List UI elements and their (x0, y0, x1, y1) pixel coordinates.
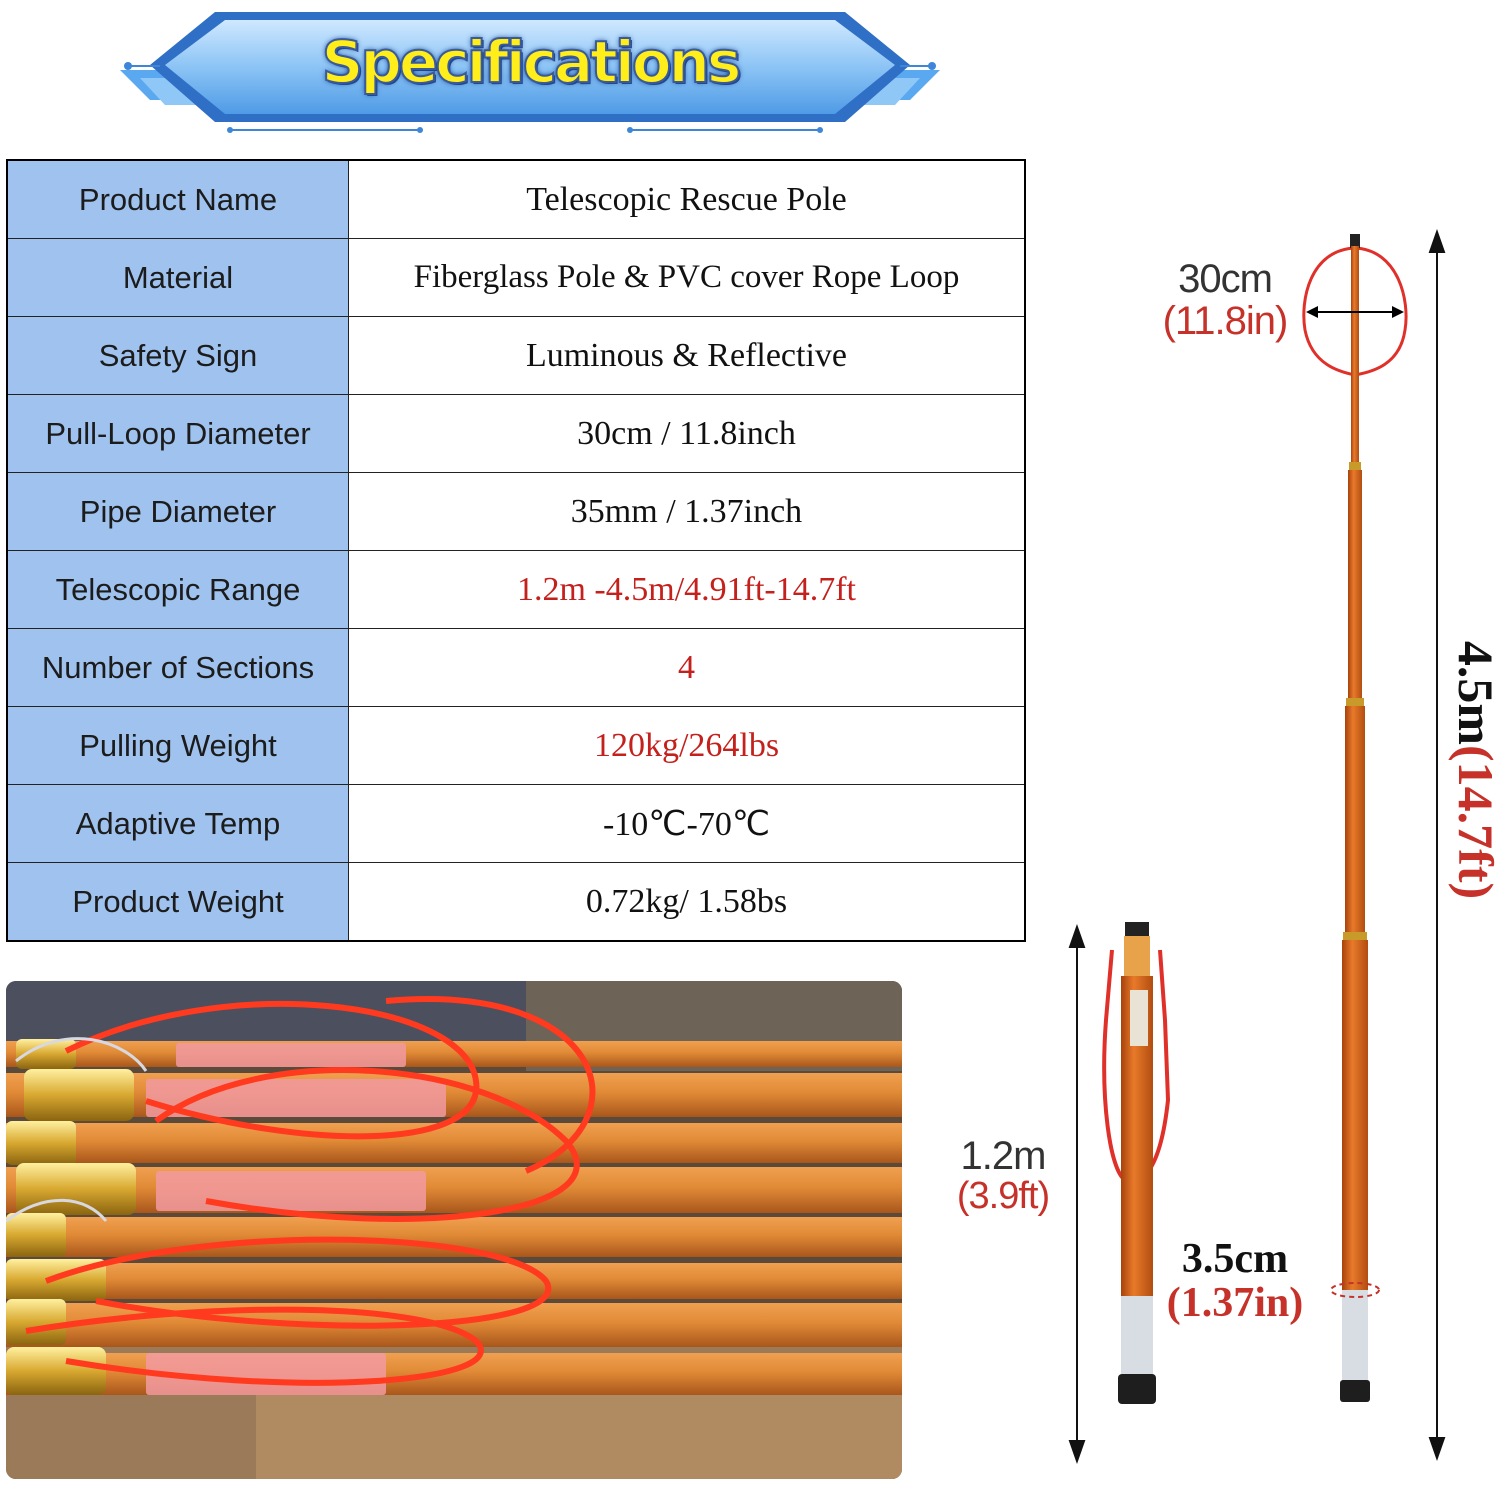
spec-label: Adaptive Temp (6, 784, 349, 863)
pipe-diameter-imperial: (1.37in) (1166, 1280, 1304, 1327)
table-row: Pull-Loop Diameter 30cm / 11.8inch (6, 394, 1026, 473)
extended-length-metric: 4.5m (1448, 640, 1500, 746)
extended-length-imperial: (14.7ft) (1448, 745, 1500, 900)
pipe-diameter-metric: 3.5cm (1181, 1236, 1289, 1282)
collapsed-length-imperial: (3.9ft) (956, 1175, 1050, 1217)
spec-value: Fiberglass Pole & PVC cover Rope Loop (348, 238, 1026, 317)
table-row: Safety Sign Luminous & Reflective (6, 316, 1026, 395)
table-row: Product Weight 0.72kg/ 1.58bs (6, 862, 1026, 942)
spec-label: Number of Sections (6, 628, 349, 707)
loop-diameter-label: 30cm (11.8in) (1150, 258, 1300, 342)
spec-label: Product Name (6, 159, 349, 239)
table-row: Number of Sections 4 (6, 628, 1026, 707)
spec-label: Safety Sign (6, 316, 349, 395)
spec-label: Product Weight (6, 862, 349, 942)
loop-diameter-metric: 30cm (1178, 257, 1273, 301)
pipe-diameter-label: 3.5cm (1.37in) (1140, 1237, 1330, 1325)
table-row: Pulling Weight 120kg/264lbs (6, 706, 1026, 785)
spec-label: Pipe Diameter (6, 472, 349, 551)
extended-pole (1302, 234, 1408, 1402)
collapsed-length-label: 1.2m (3.9ft) (938, 1135, 1068, 1217)
spec-value-highlight: 1.2m -4.5m/4.91ft-14.7ft (348, 550, 1026, 629)
table-row: Product Name Telescopic Rescue Pole (6, 159, 1026, 239)
product-bundle-photo (6, 981, 902, 1479)
specifications-table: Product Name Telescopic Rescue Pole Mate… (6, 159, 1026, 942)
table-row: Adaptive Temp -10℃-70℃ (6, 784, 1026, 863)
table-row: Material Fiberglass Pole & PVC cover Rop… (6, 238, 1026, 317)
spec-value: 0.72kg/ 1.58bs (348, 862, 1026, 942)
spec-label: Material (6, 238, 349, 317)
spec-value-highlight: 4 (348, 628, 1026, 707)
banner-title: Specifications (321, 27, 743, 97)
specifications-banner: Specifications (120, 0, 940, 140)
spec-label: Pull-Loop Diameter (6, 394, 349, 473)
collapsed-pole (1102, 922, 1171, 1404)
spec-value: 35mm / 1.37inch (348, 472, 1026, 551)
spec-label: Pulling Weight (6, 706, 349, 785)
collapsed-length-metric: 1.2m (960, 1134, 1047, 1178)
loop-diameter-imperial: (11.8in) (1162, 299, 1289, 343)
spec-value-highlight: 120kg/264lbs (348, 706, 1026, 785)
spec-label: Telescopic Range (6, 550, 349, 629)
spec-value: 30cm / 11.8inch (348, 394, 1026, 473)
spec-value: Telescopic Rescue Pole (348, 159, 1026, 239)
spec-value: -10℃-70℃ (348, 784, 1026, 863)
table-row: Telescopic Range 1.2m -4.5m/4.91ft-14.7f… (6, 550, 1026, 629)
spec-value: Luminous & Reflective (348, 316, 1026, 395)
banner-frame (120, 12, 940, 133)
table-row: Pipe Diameter 35mm / 1.37inch (6, 472, 1026, 551)
